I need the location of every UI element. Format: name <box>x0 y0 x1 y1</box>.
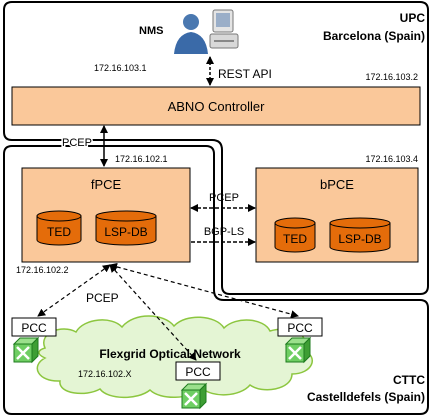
pcc-box-bottom <box>175 361 221 381</box>
bpce-ip: 172.16.103.4 <box>365 154 418 164</box>
rest-api-label: REST API <box>218 67 272 81</box>
abno-ip: 172.16.103.2 <box>365 72 418 82</box>
bpce-ted-database: TED <box>274 217 316 253</box>
nms-label: NMS <box>139 25 163 37</box>
bpce-label: bPCE <box>320 177 354 192</box>
cttc-site-location: Castelldefels (Spain) <box>307 390 425 404</box>
upc-site-name: UPC <box>400 11 426 25</box>
network-label: Flexgrid Optical Network <box>99 347 241 361</box>
optical-switch-icon <box>180 382 208 410</box>
fpce-label: fPCE <box>91 177 122 192</box>
fpce-lsp-db-label: LSP-DB <box>104 225 147 239</box>
bpce-lsp-db-database: LSP-DB <box>329 217 391 253</box>
pcc-label-left: PCC <box>21 321 47 335</box>
fpce-ted-label: TED <box>47 225 71 239</box>
pcc-pcep-links <box>37 262 299 361</box>
fpce-ip-bottom: 172.16.102.2 <box>16 265 69 275</box>
bgp-ls-label: BGP-LS <box>204 226 244 238</box>
fpce-ted-database: TED <box>36 210 82 246</box>
pcc-label-right: PCC <box>287 321 313 335</box>
nms-ip: 172.16.103.1 <box>94 63 147 73</box>
bpce-ted-label: TED <box>283 232 307 246</box>
user-computer-icon <box>174 9 239 54</box>
abno-controller-label: ABNO Controller <box>168 99 265 114</box>
abno-pcep-label: PCEP <box>62 137 92 149</box>
optical-switch-icon <box>12 336 40 364</box>
fpce-lsp-db-database: LSP-DB <box>95 210 157 246</box>
upc-site-location: Barcelona (Spain) <box>323 29 425 43</box>
bpce-lsp-db-label: LSP-DB <box>338 232 381 246</box>
fpce-ip-top: 172.16.102.1 <box>115 154 168 164</box>
fpce-bpce-pcep-label: PCEP <box>209 192 239 204</box>
network-ip: 172.16.102.X <box>78 369 132 379</box>
optical-switch-icon <box>284 336 312 364</box>
pcc-label-bottom: PCC <box>185 365 211 379</box>
pcc-box-right <box>277 317 323 337</box>
cttc-domain-border <box>3 145 429 415</box>
pcc-pcep-label: PCEP <box>86 291 119 305</box>
abno-controller-box <box>11 86 421 126</box>
cttc-site-name: CTTC <box>393 373 425 387</box>
pcc-box-left <box>11 317 57 337</box>
